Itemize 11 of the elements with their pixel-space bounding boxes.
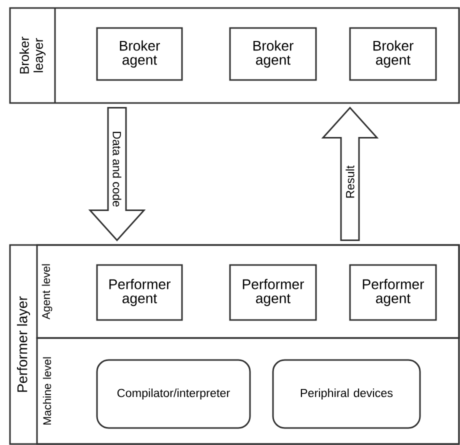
agent-box: Broker agent <box>349 27 437 81</box>
agent-box: Performer agent <box>229 264 317 321</box>
block-arrow <box>321 106 379 241</box>
agent-box: Performer agent <box>349 264 437 321</box>
agent-box: Performer agent <box>96 264 183 321</box>
edge-label: Data and code <box>112 130 122 208</box>
component-box: Periphiral devices <box>272 359 421 429</box>
agent-box: Broker agent <box>96 27 183 81</box>
agent-box: Broker agent <box>229 27 317 81</box>
component-box: Compilator/interpreter <box>96 359 251 429</box>
edge-label: Result <box>345 164 355 200</box>
